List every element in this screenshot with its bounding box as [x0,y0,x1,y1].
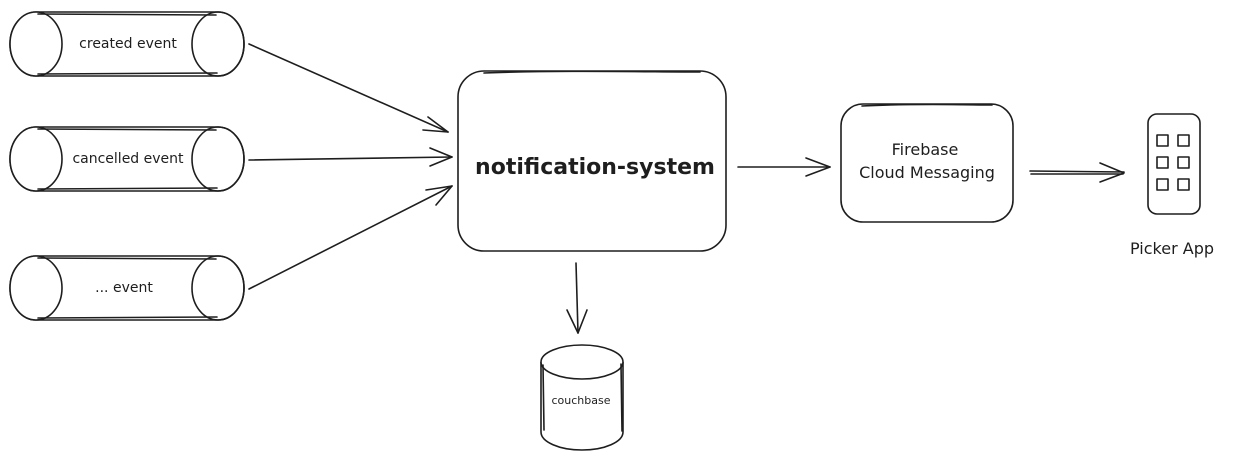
arrow-system-to-couchbase [566,262,588,334]
arrow-other-to-system [248,185,453,290]
arrow-created-to-system [248,43,449,133]
queue-label: ... event [95,280,153,296]
device-label: Picker App [1130,239,1214,258]
database-label: couchbase [552,394,611,407]
queue-label: created event [79,36,177,52]
queue-other-event[interactable]: ... event [9,255,245,321]
service-label: notification-system [475,155,715,180]
queue-cancelled-event[interactable]: cancelled event [9,126,245,192]
arrow-fcm-to-app [1029,162,1125,183]
fcm-box[interactable]: Firebase Cloud Messaging [840,103,1014,223]
queue-created-event[interactable]: created event [9,11,245,77]
mobile-phone-icon [1147,113,1201,215]
arrow-cancelled-to-system [248,147,453,167]
fcm-label-line1: Firebase [892,140,959,159]
queue-label: cancelled event [72,151,184,167]
couchbase-database[interactable]: couchbase [540,344,624,451]
fcm-label-line2: Cloud Messaging [859,163,995,182]
notification-system-box[interactable]: notification-system [457,70,727,252]
arrow-system-to-fcm [737,157,831,177]
